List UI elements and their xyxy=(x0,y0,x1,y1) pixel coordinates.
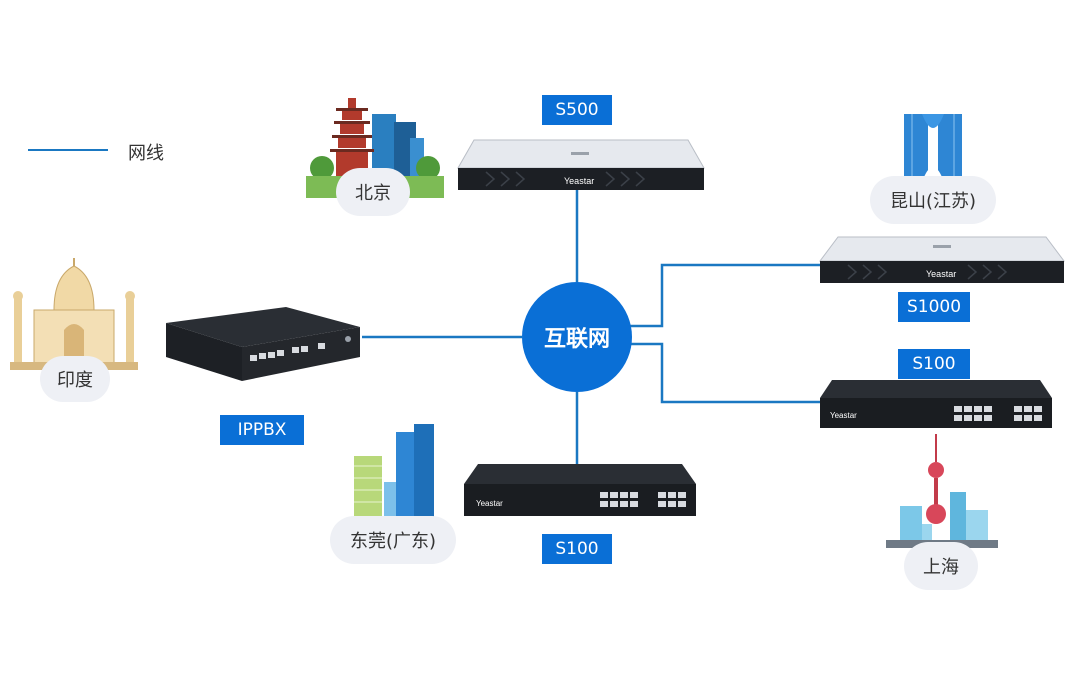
tag-s100-right: S100 xyxy=(898,349,970,379)
s100-right-device-icon: Yeastar xyxy=(820,380,1052,428)
ippbx-device-icon xyxy=(166,307,360,381)
brand-label: Yeastar xyxy=(830,411,857,420)
tag-s1000: S1000 xyxy=(898,292,970,322)
city-dongguan: 东莞(广东) xyxy=(330,516,456,564)
city-shanghai: 上海 xyxy=(904,542,978,590)
tag-ippbx: IPPBX xyxy=(220,415,304,445)
taj-mahal-icon xyxy=(10,258,138,370)
pearl-tower-icon xyxy=(886,434,998,548)
internet-hub: 互联网 xyxy=(522,282,632,392)
tag-s100-bottom: S100 xyxy=(542,534,612,564)
s500-server-icon: Yeastar xyxy=(457,139,705,190)
city-beijing: 北京 xyxy=(336,168,410,216)
link-s100-right xyxy=(630,342,820,404)
skyscraper-icon xyxy=(354,424,434,518)
s100-bottom-device-icon: Yeastar xyxy=(464,464,696,516)
s1000-server-icon: Yeastar xyxy=(819,236,1065,283)
city-india: 印度 xyxy=(40,356,110,402)
legend-line xyxy=(28,149,108,151)
brand-label: Yeastar xyxy=(476,499,503,508)
tag-s500: S500 xyxy=(542,95,612,125)
brand-label: Yeastar xyxy=(564,176,594,186)
twin-tower-icon xyxy=(904,114,962,182)
brand-label: Yeastar xyxy=(926,269,956,279)
city-kunshan: 昆山(江苏) xyxy=(870,176,996,224)
link-s1000 xyxy=(630,263,820,328)
legend-label: 网线 xyxy=(128,143,164,164)
